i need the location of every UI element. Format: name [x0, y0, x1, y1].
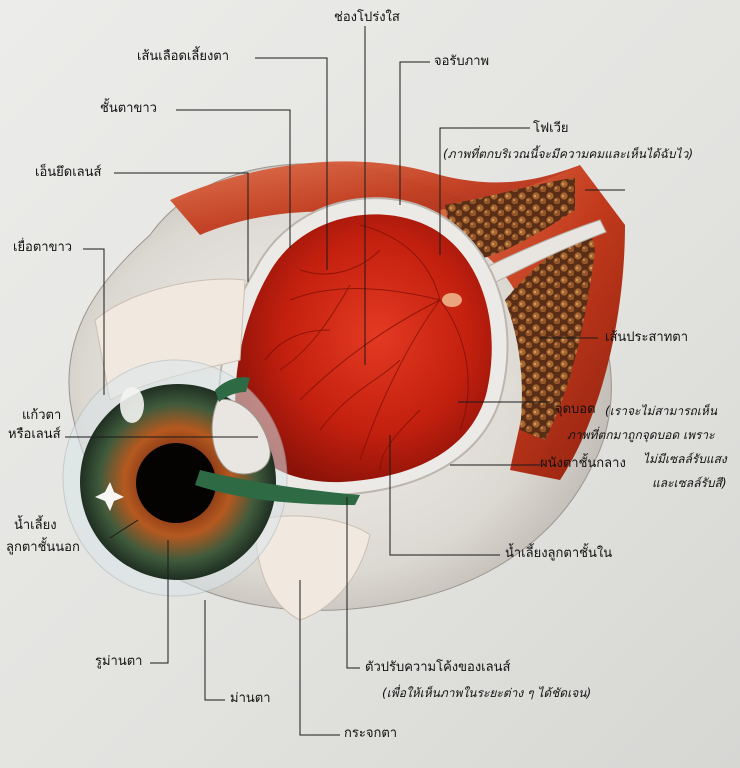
label-lens-ligament: เอ็นยึดเลนส์	[35, 165, 102, 180]
label-vitreous-humor: น้ำเลี้ยงลูกตาชั้นใน	[505, 546, 613, 561]
lower-lid-flap	[254, 515, 371, 621]
label-lens-2: หรือเลนส์	[8, 427, 61, 442]
label-conjunctiva: เยื่อตาขาว	[13, 240, 73, 255]
label-blind-spot: จุดบอด	[555, 402, 596, 417]
orbital-fat-lower	[505, 228, 595, 440]
label-iris: ม่านตา	[230, 691, 271, 706]
label-fovea: โฟเวีย	[533, 121, 569, 136]
label-fovea-note: (ภาพที่ตกบริเวณนี้จะมีความคมและเห็นได้ฉั…	[443, 147, 694, 161]
light-sparkle	[95, 482, 124, 511]
label-ciliary-note: (เพื่อให้เห็นภาพในระยะต่าง ๆ ได้ชัดเจน)	[382, 686, 592, 700]
label-pupil: รูม่านตา	[95, 654, 143, 669]
label-aqueous-humor: น้ำเลี้ยง	[14, 518, 57, 533]
pupil	[136, 443, 216, 523]
retinal-vessels	[264, 224, 469, 471]
ciliary-body-top	[215, 377, 250, 402]
blind-spot	[442, 293, 462, 307]
label-sclera: ชั้นตาขาว	[100, 101, 157, 116]
label-retina: จอรับภาพ	[434, 54, 490, 69]
label-choroid: ผนังตาชั้นกลาง	[540, 456, 626, 471]
label-blind-spot-note-2: ภาพที่ตกมาถูกจุดบอด เพราะ	[567, 428, 715, 442]
label-aqueous-humor-2: ลูกตาชั้นนอก	[6, 540, 80, 555]
ciliary-body	[195, 470, 360, 505]
iris-highlight	[120, 387, 144, 423]
label-ciliary-muscle: ตัวปรับความโค้งของเลนส์	[365, 660, 511, 675]
label-blind-spot-note-3: ไม่มีเซลล์รับแสง	[643, 452, 727, 466]
label-lens: แก้วตา	[22, 408, 62, 423]
leader-lines	[65, 26, 625, 736]
label-cornea: กระจกตา	[344, 726, 398, 741]
label-blind-spot-note-1: (เราจะไม่สามารถเห็น	[605, 404, 718, 418]
label-optic-nerve: เส้นประสาทตา	[605, 330, 689, 345]
orbital-fat	[445, 178, 575, 260]
label-blind-spot-note-4: และเซลล์รับสี)	[652, 476, 727, 490]
vitreous-chamber	[235, 214, 492, 483]
label-retinal-vessels: เส้นเลือดเลี้ยงตา	[137, 49, 230, 64]
label-vitreous-chamber: ช่องโปร่งใส	[334, 10, 400, 25]
